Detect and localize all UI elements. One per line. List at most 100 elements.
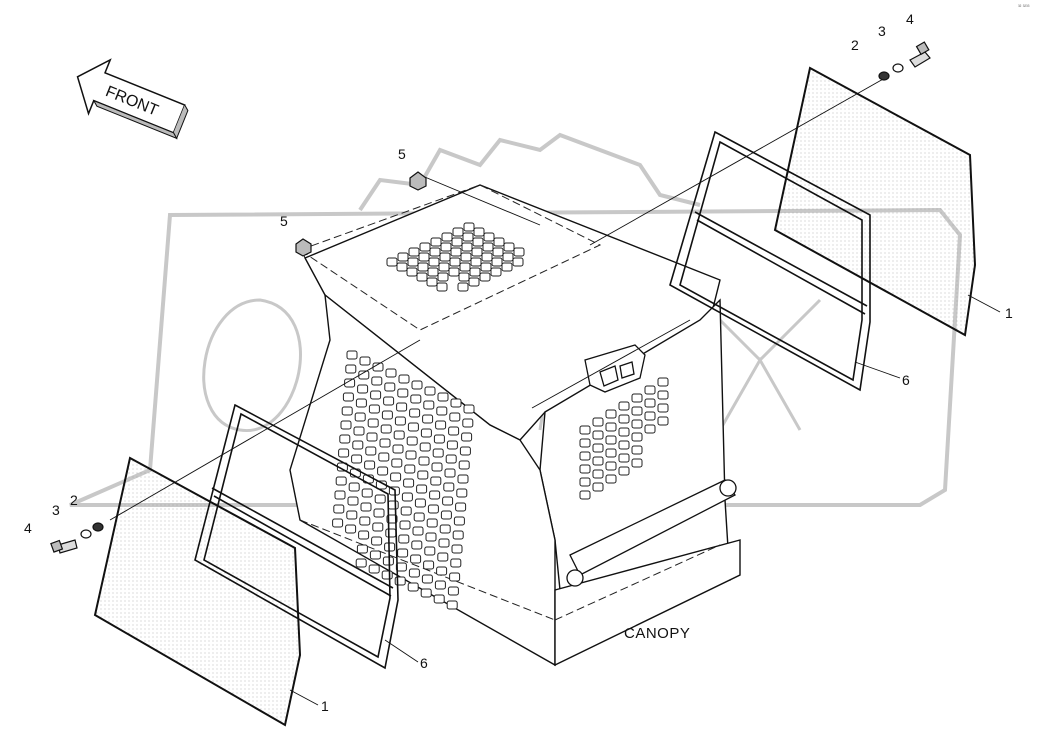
vent-hole bbox=[513, 247, 525, 257]
vent-hole bbox=[605, 435, 617, 445]
vent-hole bbox=[353, 426, 365, 436]
vent-hole bbox=[424, 386, 436, 396]
vent-hole bbox=[433, 434, 445, 444]
vent-hole bbox=[455, 502, 467, 512]
vent-hole bbox=[347, 496, 359, 506]
vent-hole bbox=[377, 466, 389, 476]
vent-hole bbox=[439, 252, 451, 262]
vent-hole bbox=[372, 522, 384, 532]
vent-hole bbox=[381, 410, 393, 420]
vent-hole bbox=[387, 500, 399, 510]
vent-hole bbox=[369, 550, 381, 560]
vent-hole bbox=[366, 432, 378, 442]
vent-hole bbox=[442, 496, 454, 506]
vent-hole bbox=[338, 448, 350, 458]
callout-top-right-3: 3 bbox=[878, 23, 886, 39]
vent-hole bbox=[450, 247, 462, 257]
vent-hole bbox=[462, 418, 474, 428]
vent-hole bbox=[425, 532, 437, 542]
vent-hole bbox=[396, 262, 408, 272]
vent-hole bbox=[452, 530, 464, 540]
vent-hole bbox=[408, 247, 420, 257]
vent-hole bbox=[457, 474, 469, 484]
vent-hole bbox=[410, 394, 422, 404]
vent-hole bbox=[339, 434, 351, 444]
vent-hole bbox=[406, 267, 418, 277]
vent-hole bbox=[446, 440, 458, 450]
vent-hole bbox=[473, 227, 485, 237]
vent-hole bbox=[579, 451, 591, 461]
vent-hole bbox=[441, 232, 453, 242]
vent-hole bbox=[657, 390, 669, 400]
vent-hole bbox=[592, 456, 604, 466]
vent-hole bbox=[356, 544, 368, 554]
vent-hole bbox=[417, 470, 429, 480]
vent-hole bbox=[644, 424, 656, 434]
vent-hole bbox=[579, 490, 591, 500]
vent-hole bbox=[416, 272, 428, 282]
vent-hole bbox=[333, 504, 345, 514]
callout-top-right-4: 4 bbox=[906, 11, 914, 27]
vent-hole bbox=[334, 490, 346, 500]
vent-hole bbox=[459, 446, 471, 456]
vent-hole bbox=[405, 450, 417, 460]
vent-hole bbox=[460, 252, 472, 262]
vent-hole bbox=[414, 498, 426, 508]
vent-hole bbox=[403, 478, 415, 488]
vent-hole bbox=[352, 440, 364, 450]
vent-hole bbox=[440, 510, 452, 520]
right-glass-panel bbox=[773, 66, 977, 337]
vent-hole bbox=[429, 247, 441, 257]
vent-hole bbox=[457, 282, 469, 292]
vent-hole bbox=[394, 416, 406, 426]
vent-hole bbox=[490, 267, 502, 277]
bottom-left-hardware bbox=[50, 522, 104, 554]
vent-hole bbox=[436, 406, 448, 416]
vent-hole bbox=[438, 262, 450, 272]
vent-hole bbox=[579, 438, 591, 448]
vent-hole bbox=[417, 262, 429, 272]
vent-hole bbox=[384, 382, 396, 392]
vent-hole bbox=[397, 548, 409, 558]
vent-hole bbox=[449, 412, 461, 422]
vent-hole bbox=[421, 574, 433, 584]
vent-hole bbox=[371, 376, 383, 386]
vent-hole bbox=[370, 390, 382, 400]
vent-hole bbox=[359, 356, 371, 366]
vent-hole bbox=[491, 257, 503, 267]
vent-hole bbox=[430, 476, 442, 486]
vent-hole bbox=[342, 392, 354, 402]
vent-hole bbox=[367, 418, 379, 428]
vent-hole bbox=[408, 568, 420, 578]
vent-hole bbox=[605, 474, 617, 484]
vent-hole bbox=[618, 401, 630, 411]
vent-hole bbox=[605, 422, 617, 432]
vent-hole bbox=[364, 460, 376, 470]
vent-hole bbox=[463, 222, 475, 232]
vent-hole bbox=[430, 237, 442, 247]
vent-hole bbox=[390, 472, 402, 482]
vent-hole bbox=[631, 458, 643, 468]
vent-hole bbox=[445, 454, 457, 464]
vent-hole bbox=[439, 524, 451, 534]
callout-top-right-2: 2 bbox=[851, 37, 859, 53]
vent-hole bbox=[493, 237, 505, 247]
front-arrow: FRONT bbox=[76, 58, 189, 140]
vent-hole bbox=[381, 570, 393, 580]
vent-hole bbox=[437, 552, 449, 562]
vent-hole bbox=[472, 237, 484, 247]
vent-hole bbox=[644, 398, 656, 408]
roof-nut-rear bbox=[409, 171, 427, 191]
vent-hole bbox=[351, 454, 363, 464]
lower-dashed-edge bbox=[299, 519, 721, 621]
vent-hole bbox=[418, 456, 430, 466]
vent-hole bbox=[437, 392, 449, 402]
vent-hole bbox=[420, 428, 432, 438]
vent-hole bbox=[398, 374, 410, 384]
callout-bottom-left-1: 1 bbox=[321, 698, 329, 714]
vent-hole bbox=[341, 406, 353, 416]
vent-hole bbox=[479, 272, 491, 282]
vent-hole bbox=[391, 458, 403, 468]
vent-hole bbox=[592, 417, 604, 427]
